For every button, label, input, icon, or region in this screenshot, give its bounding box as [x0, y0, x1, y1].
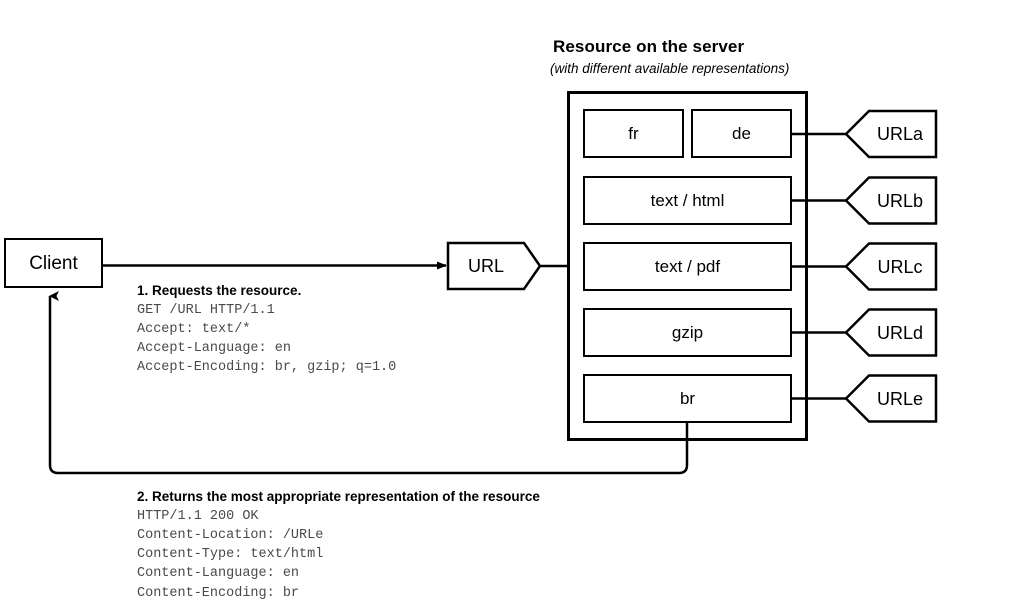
url-tag-b-label: URLb	[876, 190, 924, 211]
representation-box-text-html[interactable]: text / html	[583, 176, 792, 225]
representation-label-text-html: text / html	[650, 190, 725, 210]
representation-box-fr[interactable]: fr	[583, 109, 684, 158]
url-node-label: URL	[467, 255, 504, 276]
url-tag-c[interactable]: URLc	[845, 243, 937, 291]
request-note-headers: GET /URL HTTP/1.1 Accept: text/* Accept-…	[137, 303, 397, 376]
url-tag-d[interactable]: URLd	[845, 309, 937, 357]
representation-label-fr: fr	[628, 123, 639, 143]
response-note-headers: HTTP/1.1 200 OK Content-Location: /URLe …	[137, 509, 324, 601]
server-box	[567, 91, 808, 441]
server-title: Resource on the server	[553, 37, 745, 56]
url-tag-e-label: URLe	[876, 388, 924, 409]
url-tag-b[interactable]: URLb	[845, 177, 937, 225]
url-tag-d-label: URLd	[876, 322, 924, 343]
representation-box-br[interactable]: br	[583, 374, 792, 423]
representation-label-br: br	[679, 388, 696, 408]
url-tag-a-label: URLa	[876, 123, 924, 144]
client-box[interactable]: Client	[4, 238, 103, 288]
url-tag-e[interactable]: URLe	[845, 375, 937, 423]
url-node[interactable]: URL	[447, 242, 541, 290]
url-tag-c-label: URLc	[877, 256, 923, 277]
representation-box-text-pdf[interactable]: text / pdf	[583, 242, 792, 291]
response-note: 2. Returns the most appropriate represen…	[137, 489, 540, 603]
response-note-title: 2. Returns the most appropriate represen…	[137, 489, 540, 504]
request-note: 1. Requests the resource. GET /URL HTTP/…	[137, 283, 396, 378]
representation-box-gzip[interactable]: gzip	[583, 308, 792, 357]
client-label: Client	[29, 252, 78, 274]
server-subtitle: (with different available representation…	[550, 61, 790, 76]
representation-label-gzip: gzip	[671, 322, 704, 342]
url-tag-a[interactable]: URLa	[845, 110, 937, 158]
representation-box-de[interactable]: de	[691, 109, 792, 158]
representation-label-text-pdf: text / pdf	[654, 256, 721, 276]
request-note-title: 1. Requests the resource.	[137, 283, 302, 298]
representation-label-de: de	[732, 123, 751, 143]
